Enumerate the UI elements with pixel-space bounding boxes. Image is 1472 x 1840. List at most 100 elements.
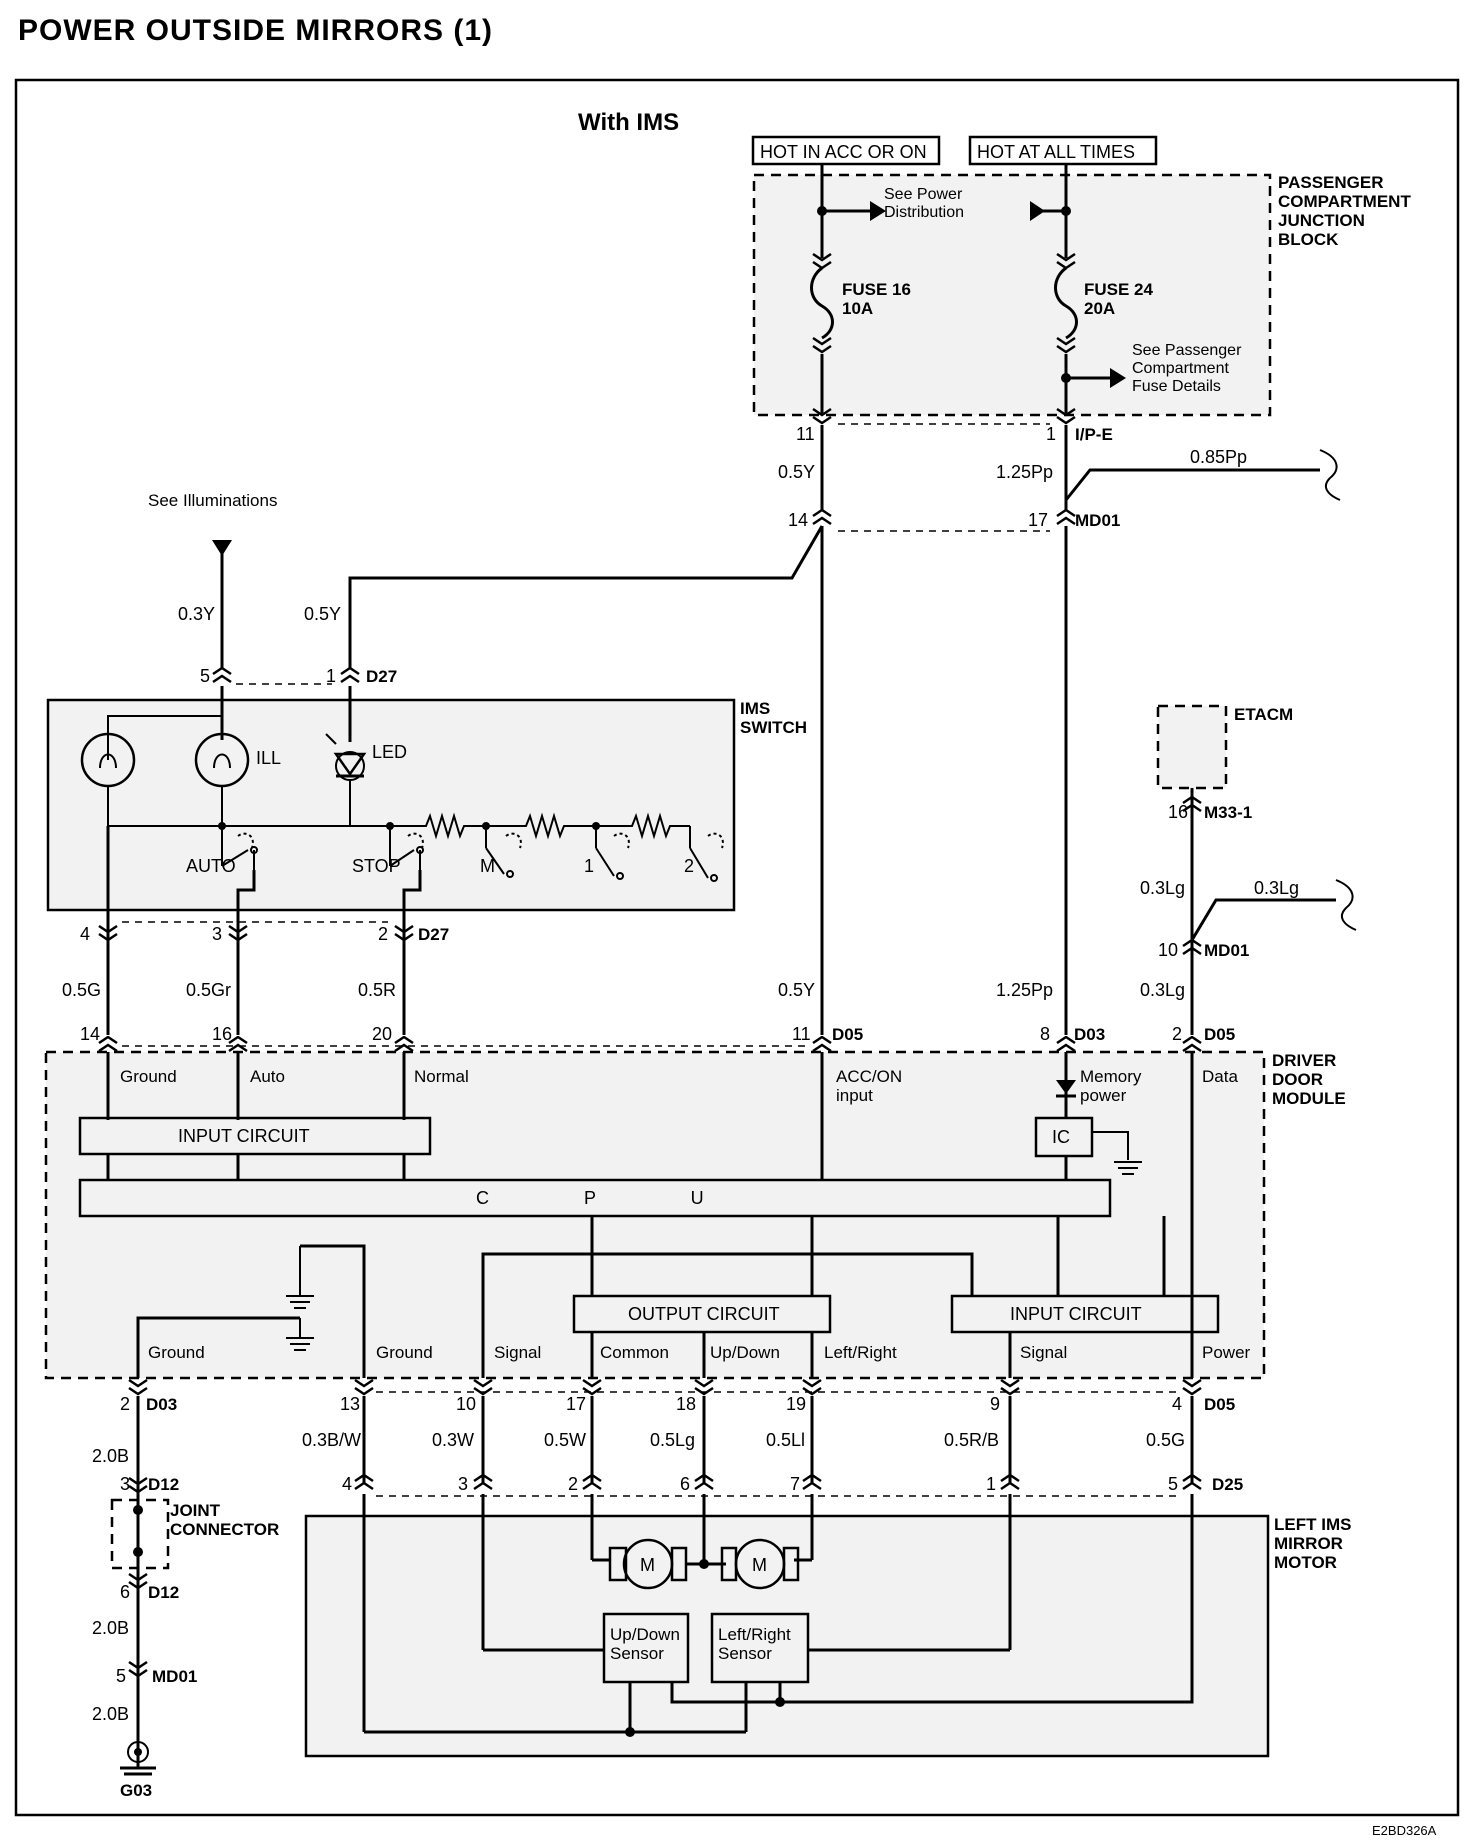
wire-label: 0.3W [432, 1430, 474, 1450]
connector-label: M33-1 [1204, 803, 1252, 822]
pin-label: 3 [212, 924, 222, 944]
svg-text:Ground: Ground [148, 1343, 205, 1362]
pin-label: 20 [372, 1024, 392, 1044]
leftright-sensor-box [710, 1612, 810, 1684]
wire-label: 0.5Gr [186, 980, 231, 1000]
wire-label: 2.0B [92, 1704, 129, 1724]
pin-label: 6 [120, 1582, 130, 1602]
pin-label: 14 [80, 1024, 100, 1044]
svg-text:OUTPUT CIRCUIT: OUTPUT CIRCUIT [628, 1304, 780, 1324]
output-circuit-box [572, 1294, 832, 1334]
svg-text:Common: Common [600, 1343, 669, 1362]
wire-label: 0.85Pp [1190, 447, 1247, 467]
connector-label: D27 [366, 667, 397, 686]
pin-label: 4 [1172, 1394, 1182, 1414]
wire-label: 0.3Lg [1140, 980, 1185, 1000]
led-icon [333, 752, 367, 777]
led-label: LED [372, 742, 407, 762]
connector-label: D27 [418, 925, 449, 944]
pin-label: 11 [792, 1024, 811, 1044]
see-illuminations-label: See Illuminations [148, 491, 277, 510]
connector-label: D03 [146, 1395, 177, 1414]
diagram-frame [14, 78, 1460, 1817]
wire-label: 0.3Lg [1254, 878, 1299, 898]
pin-label: 1 [986, 1474, 996, 1494]
pin-label: 5 [200, 666, 210, 686]
svg-text:Data: Data [1202, 1067, 1238, 1086]
pin-label: 17 [566, 1394, 586, 1414]
svg-text:M: M [640, 1555, 655, 1575]
pin-label: 1 [326, 666, 336, 686]
svg-text:Auto: Auto [250, 1067, 285, 1086]
wire-label: 0.5R [358, 980, 396, 1000]
wire-label: 0.5Ll [766, 1430, 805, 1450]
wire-label: 2.0B [92, 1618, 129, 1638]
pin-label: 3 [120, 1474, 130, 1494]
etacm: ETACM [1156, 704, 1293, 790]
input-circuit-2-box [950, 1294, 1220, 1334]
pin-label: 11 [796, 424, 815, 444]
wire-label: 1.25Pp [996, 462, 1053, 482]
svg-text:INPUT CIRCUIT: INPUT CIRCUIT [1010, 1304, 1142, 1324]
resistor-icon [486, 812, 596, 840]
ground-point-label: G03 [120, 1781, 152, 1800]
svg-text:Normal: Normal [414, 1067, 469, 1086]
ground-symbol-icon [1114, 1161, 1142, 1175]
svg-text:Left/Right: Left/Right [824, 1343, 897, 1362]
wire-label: 1.25Pp [996, 980, 1053, 1000]
pin-label: 2 [120, 1394, 130, 1414]
document-code: E2BD326A [1372, 1823, 1437, 1838]
switch-position-m: M [480, 856, 495, 876]
svg-text:Power: Power [1202, 1343, 1251, 1362]
svg-text:Up/Down: Up/Down [710, 1343, 780, 1362]
svg-text:INPUT CIRCUIT: INPUT CIRCUIT [178, 1126, 310, 1146]
ground-symbol-icon [286, 1318, 314, 1351]
wire-label: 0.5W [544, 1430, 586, 1450]
hot-all-label: HOT AT ALL TIMES [977, 142, 1135, 162]
pin-label: 16 [1168, 802, 1188, 822]
connector-label: D05 [1204, 1025, 1235, 1044]
switch-position-1: 1 [584, 856, 594, 876]
diagram-title: POWER OUTSIDE MIRRORS (1) [18, 14, 493, 47]
updown-sensor-box [602, 1612, 690, 1684]
pin-label: 2 [568, 1474, 578, 1494]
connector-label: D05 [1204, 1395, 1235, 1414]
wire-label: 0.5R/B [944, 1430, 999, 1450]
wire-label: 0.5G [62, 980, 101, 1000]
switch-position-stop: STOP [352, 856, 401, 876]
pin-label: 14 [788, 510, 808, 530]
svg-text:C P U: C P U [476, 1188, 704, 1208]
pin-label: 3 [458, 1474, 468, 1494]
connector-label: MD01 [1075, 511, 1120, 530]
diagram-subtitle: With IMS [578, 109, 679, 136]
pin-label: 19 [786, 1394, 806, 1414]
switch-position-2: 2 [684, 856, 694, 876]
switch-position-auto: AUTO [186, 856, 236, 876]
connector-label: D12 [148, 1583, 179, 1602]
resistor-icon [596, 812, 690, 840]
svg-text:ETACM: ETACM [1234, 705, 1293, 724]
chassis-ground-icon [120, 1741, 156, 1776]
connector-label: D05 [832, 1025, 863, 1044]
pin-label: 17 [1028, 510, 1048, 530]
resistor-icon [390, 812, 486, 840]
pin-label: 4 [342, 1474, 352, 1494]
cpu-box [78, 1178, 1112, 1218]
